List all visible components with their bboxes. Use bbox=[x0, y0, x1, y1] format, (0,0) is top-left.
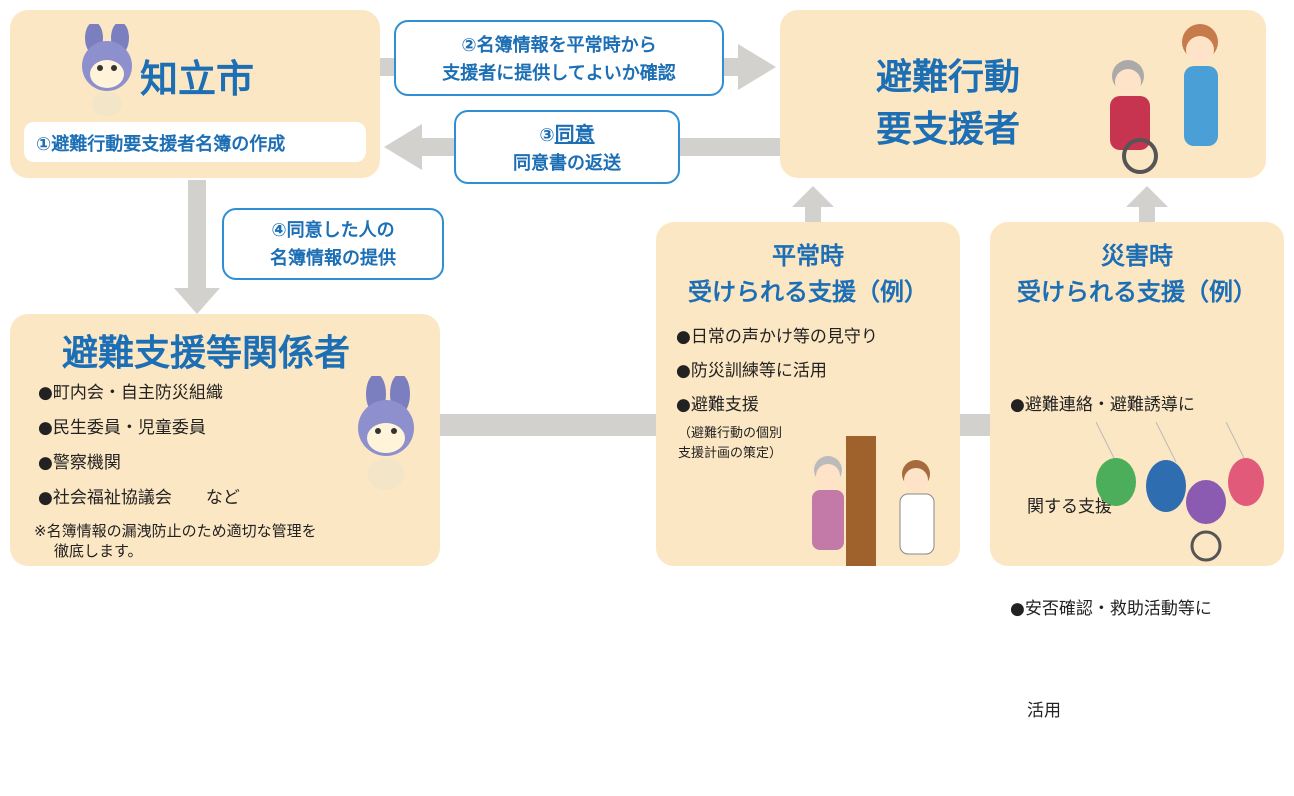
list-item: ●町内会・自主防災組織 bbox=[38, 383, 223, 403]
normal-title-line2: 受けられる支援（例） bbox=[688, 278, 928, 306]
list-item: ●安否確認・救助活動等に bbox=[1010, 599, 1212, 619]
list-item: ●社会福祉協議会 など bbox=[38, 488, 240, 508]
step3-line1: ③同意 bbox=[456, 120, 678, 150]
step2-bubble: ②名簿情報を平常時から 支援者に提供してよいか確認 bbox=[394, 20, 724, 96]
target-title-line1: 避難行動 bbox=[876, 57, 1021, 98]
support-org-note-line2: 徹底します。 bbox=[54, 542, 143, 560]
city-title: 知立市 bbox=[140, 57, 255, 101]
normal-sub-line1: （避難行動の個別 bbox=[678, 426, 783, 441]
disaster-title-line1: 災害時 bbox=[1101, 242, 1173, 270]
step1-text: ①避難行動要支援者名簿の作成 bbox=[36, 134, 286, 155]
target-box: 避難行動 要支援者 bbox=[780, 10, 1266, 178]
step3-num: ③ bbox=[539, 125, 555, 146]
step4-bubble: ④同意した人の 名簿情報の提供 bbox=[222, 208, 444, 280]
step2-line1: ②名簿情報を平常時から bbox=[461, 35, 657, 56]
list-item: 関する支援 bbox=[1010, 497, 1112, 517]
list-item: ●避難支援 bbox=[676, 395, 759, 415]
step4-line1: ④同意した人の bbox=[271, 220, 395, 241]
step4-line2: 名簿情報の提供 bbox=[270, 248, 396, 269]
support-org-note-line1: ※名簿情報の漏洩防止のため適切な管理を bbox=[34, 522, 317, 540]
mascot-icon bbox=[358, 376, 414, 490]
evacuation-in-rain-illustration-icon bbox=[1095, 422, 1264, 562]
disaster-time-box: 災害時 受けられる支援（例） ●避難連絡・避難誘導に 関する支援 ●安否確認・救… bbox=[990, 222, 1284, 721]
step2-line2: 支援者に提供してよいか確認 bbox=[442, 63, 676, 84]
list-item: ●防災訓練等に活用 bbox=[676, 361, 827, 381]
door-visit-illustration-icon bbox=[812, 436, 935, 566]
support-org-box: 避難支援等関係者 ●町内会・自主防災組織 ●民生委員・児童委員 ●警察機関 ●社… bbox=[10, 314, 440, 566]
city-box: 知立市 ①避難行動要支援者名簿の作成 bbox=[10, 10, 380, 178]
list-item: ●民生委員・児童委員 bbox=[38, 418, 206, 438]
caregiver-illustration-icon bbox=[1110, 24, 1218, 174]
list-item: ●警察機関 bbox=[38, 453, 121, 473]
list-item: ●避難連絡・避難誘導に bbox=[1010, 395, 1195, 415]
step1-label: ①避難行動要支援者名簿の作成 bbox=[24, 122, 366, 162]
disaster-title-line2: 受けられる支援（例） bbox=[1017, 278, 1257, 306]
mascot-icon bbox=[82, 24, 132, 116]
normal-time-box: 平常時 受けられる支援（例） ●日常の声かけ等の見守り ●防災訓練等に活用 ●避… bbox=[656, 222, 960, 566]
list-item: ●日常の声かけ等の見守り bbox=[676, 327, 878, 347]
support-org-title: 避難支援等関係者 bbox=[62, 333, 351, 374]
normal-sub-line2: 支援計画の策定） bbox=[678, 446, 783, 461]
normal-support-list: ●日常の声かけ等の見守り ●防災訓練等に活用 ●避難支援 bbox=[676, 320, 878, 422]
list-item: 活用 bbox=[1010, 701, 1061, 721]
target-title-line2: 要支援者 bbox=[876, 109, 1021, 150]
support-org-list: ●町内会・自主防災組織 ●民生委員・児童委員 ●警察機関 ●社会福祉協議会 など bbox=[38, 376, 240, 516]
normal-title-line1: 平常時 bbox=[772, 242, 844, 270]
step3-line2: 同意書の返送 bbox=[513, 153, 621, 174]
step3-consent: 同意 bbox=[554, 122, 595, 146]
step3-bubble: ③同意 同意書の返送 bbox=[454, 110, 680, 184]
